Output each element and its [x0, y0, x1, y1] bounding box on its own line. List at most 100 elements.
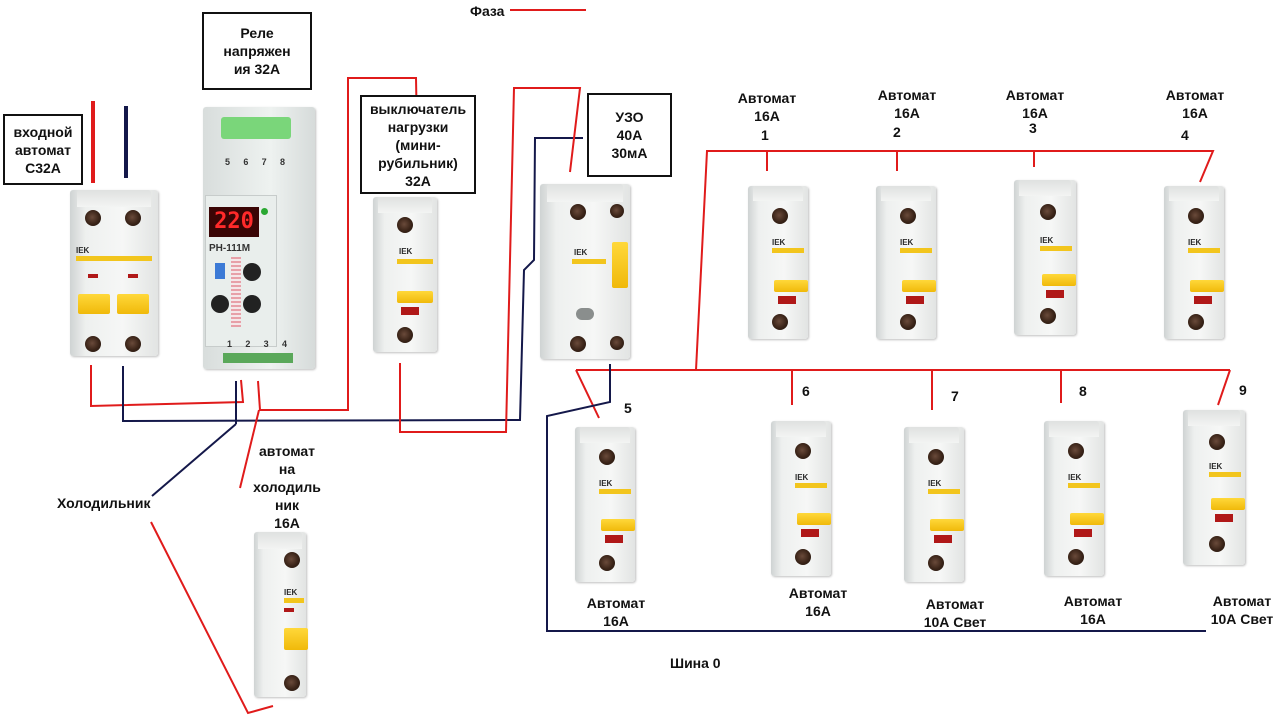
screw-icon	[1209, 434, 1225, 450]
breaker-3-number: 3	[1029, 120, 1037, 136]
brand-logo: IEK	[900, 238, 914, 247]
screw-icon	[772, 208, 788, 224]
brand-logo: IEK	[1188, 238, 1202, 247]
brand-logo: IEK	[795, 473, 809, 482]
screw-icon	[1068, 443, 1084, 459]
toggle-lever[interactable]	[902, 280, 936, 292]
toggle-lever[interactable]	[601, 519, 635, 531]
screw-icon	[1040, 308, 1056, 324]
toggle-lever[interactable]	[774, 280, 808, 292]
phase-wire-fridge	[150, 521, 274, 715]
rcd-device[interactable]: IEK	[540, 184, 630, 359]
screw-icon	[1068, 549, 1084, 565]
breaker-6-label: Автомат 16А	[788, 585, 848, 619]
load-switch[interactable]: IEK	[373, 197, 437, 352]
breaker-1-number: 1	[761, 127, 769, 143]
breaker-7-number: 7	[951, 388, 959, 404]
tap-9	[1217, 369, 1231, 406]
neutral-wire-breaker-to-relay	[122, 137, 583, 423]
toggle-lever[interactable]	[797, 513, 831, 525]
breaker-5-label: Автомат 16А	[586, 595, 646, 629]
breaker-8-number: 8	[1079, 383, 1087, 399]
screw-icon	[900, 208, 916, 224]
screw-icon	[599, 555, 615, 571]
breaker-4-number: 4	[1181, 127, 1189, 143]
fridge-breaker-label: автомат на холодиль ник 16А	[253, 443, 321, 531]
breaker-2-label: Автомат 16А	[877, 87, 937, 121]
fridge-breaker[interactable]: IEK	[254, 532, 308, 697]
neutral-bus	[546, 364, 1206, 632]
toggle-lever[interactable]	[1211, 498, 1245, 510]
breaker-3[interactable]: IEK	[1014, 180, 1076, 335]
brand-logo: IEK	[599, 479, 613, 488]
breaker-1[interactable]: IEK	[748, 186, 808, 339]
screw-icon	[599, 449, 615, 465]
brand-logo: IEK	[284, 588, 298, 597]
test-button[interactable]	[576, 308, 594, 320]
neutral-wire-to-fridge	[151, 423, 237, 497]
toggle-lever[interactable]	[117, 294, 149, 314]
screw-icon	[928, 449, 944, 465]
breaker-5[interactable]: IEK	[575, 427, 635, 582]
breaker-9[interactable]: IEK	[1183, 410, 1245, 565]
voltage-relay[interactable]: 5 6 7 8 220 РН-111М 1 2 3 4	[203, 107, 315, 369]
toggle-lever[interactable]	[612, 242, 628, 288]
breaker-3-label: Автомат 16А	[1005, 87, 1065, 121]
screw-icon	[85, 336, 101, 352]
screw-icon	[125, 336, 141, 352]
toggle-lever[interactable]	[1190, 280, 1224, 292]
brand-logo: IEK	[574, 248, 588, 257]
breaker-8-label: Автомат 16А	[1063, 593, 1123, 627]
phase-wire-to-fridge-breaker	[239, 409, 260, 489]
adjust-knob[interactable]	[243, 263, 261, 281]
breaker-9-number: 9	[1239, 382, 1247, 398]
status-led	[261, 208, 268, 215]
toggle-lever[interactable]	[930, 519, 964, 531]
brand-logo: IEK	[1040, 236, 1054, 245]
screw-icon	[284, 552, 300, 568]
adjust-knob[interactable]	[211, 295, 229, 313]
screw-icon	[1040, 204, 1056, 220]
rcd-label: УЗО 40А 30мА	[587, 93, 672, 177]
neutral-bus-label: Шина 0	[670, 655, 721, 671]
breaker-4-label: Автомат 16А	[1165, 87, 1225, 121]
toggle-lever[interactable]	[1070, 513, 1104, 525]
breaker-7-label: Автомат 10А Свет	[923, 596, 987, 630]
screw-icon	[610, 336, 624, 350]
relay-model: РН-111М	[209, 243, 251, 254]
input-breaker[interactable]: IEK	[70, 190, 158, 356]
screw-icon	[795, 443, 811, 459]
brand-logo: IEK	[772, 238, 786, 247]
toggle-lever[interactable]	[284, 628, 308, 650]
screw-icon	[85, 210, 101, 226]
breaker-9-label: Автомат 10А Свет	[1210, 593, 1274, 627]
brand-logo: IEK	[399, 247, 413, 256]
breaker-1-label: Автомат 16А	[737, 90, 797, 124]
screw-icon	[397, 217, 413, 233]
adjust-knob[interactable]	[243, 295, 261, 313]
breaker-2-number: 2	[893, 124, 901, 140]
toggle-lever[interactable]	[78, 294, 110, 314]
toggle-lever[interactable]	[397, 291, 433, 303]
voltage-relay-label: Реле напряжен ия 32А	[202, 12, 312, 90]
brand-logo: IEK	[1209, 462, 1223, 471]
breaker-7[interactable]: IEK	[904, 427, 964, 582]
breaker-4[interactable]: IEK	[1164, 186, 1224, 339]
screw-icon	[795, 549, 811, 565]
screw-icon	[284, 675, 300, 691]
screw-icon	[1209, 536, 1225, 552]
breaker-8[interactable]: IEK	[1044, 421, 1104, 576]
phase-wire-switch-to-rcd	[399, 87, 582, 433]
brand-logo: IEK	[928, 479, 942, 488]
toggle-lever[interactable]	[1042, 274, 1076, 286]
screw-icon	[610, 204, 624, 218]
screw-icon	[928, 555, 944, 571]
brand-logo: IEK	[76, 246, 90, 255]
tap-5	[575, 369, 600, 419]
input-breaker-label: входной автомат С32А	[3, 114, 83, 185]
phase-bus-top	[695, 150, 1215, 371]
load-switch-label: выключатель нагрузки (мини- рубильник) 3…	[360, 95, 476, 194]
screw-icon	[570, 204, 586, 220]
breaker-2[interactable]: IEK	[876, 186, 936, 339]
breaker-6[interactable]: IEK	[771, 421, 831, 576]
